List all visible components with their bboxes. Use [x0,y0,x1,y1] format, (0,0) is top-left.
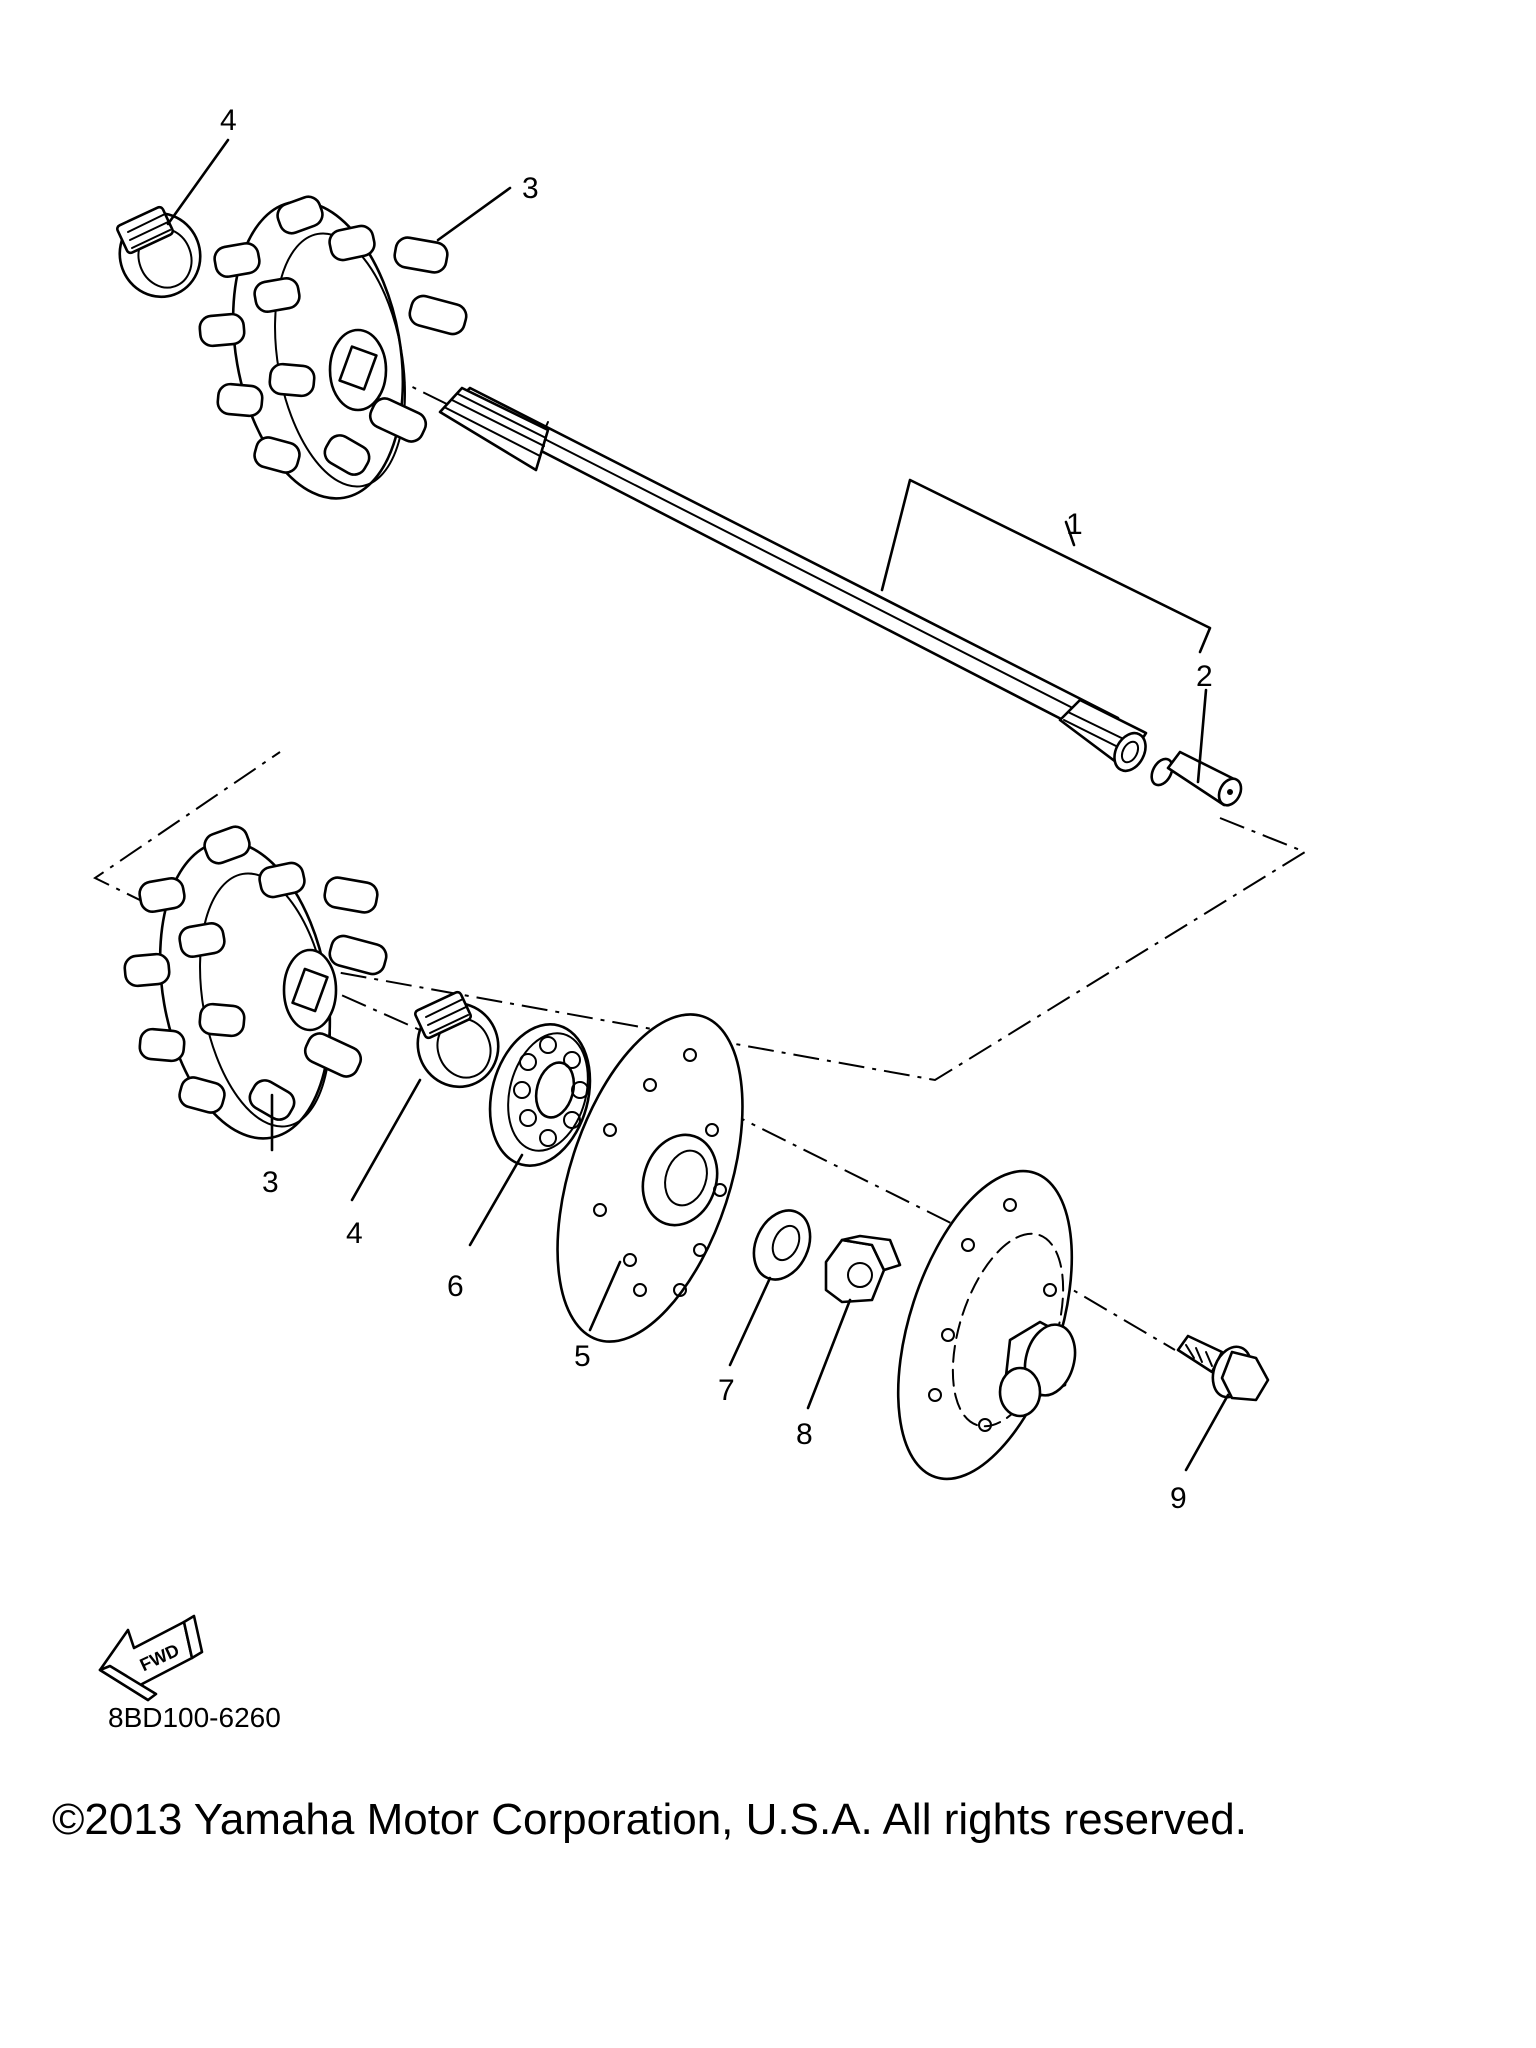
hose-clamp-bottom [414,990,500,1089]
shaft-plug [1150,750,1243,807]
callout-4-bottom: 4 [346,1217,363,1250]
callout-4-top: 4 [220,104,237,137]
callout-7: 7 [718,1374,735,1407]
fwd-arrow-icon: FWD [98,1614,204,1702]
flange-plate [556,1013,744,1343]
callout-9: 9 [1170,1482,1187,1515]
hose-clamp-top [116,205,202,299]
callout-2: 2 [1196,660,1213,693]
callout-6: 6 [447,1270,464,1303]
hex-nut [824,1234,902,1304]
callout-5: 5 [574,1340,591,1373]
washer [752,1209,812,1281]
flange-bolt [1176,1334,1270,1402]
bearing [488,1023,592,1167]
drive-sprocket-top [198,195,468,500]
wheel-hub [896,1169,1077,1481]
callout-numbers: 1 2 3 3 4 4 5 6 7 8 9 [220,104,1213,1515]
callout-8: 8 [796,1418,813,1451]
callout-3-top: 3 [522,172,539,205]
callout-3-bottom: 3 [262,1166,279,1199]
diagram-code: 8BD100-6260 [108,1702,281,1733]
drive-shaft [438,386,1148,773]
leader-lines [166,138,1230,1472]
drive-sprocket-bottom [123,825,388,1140]
callout-1: 1 [1066,508,1083,541]
copyright-notice: ©2013 Yamaha Motor Corporation, U.S.A. A… [52,1795,1247,1844]
